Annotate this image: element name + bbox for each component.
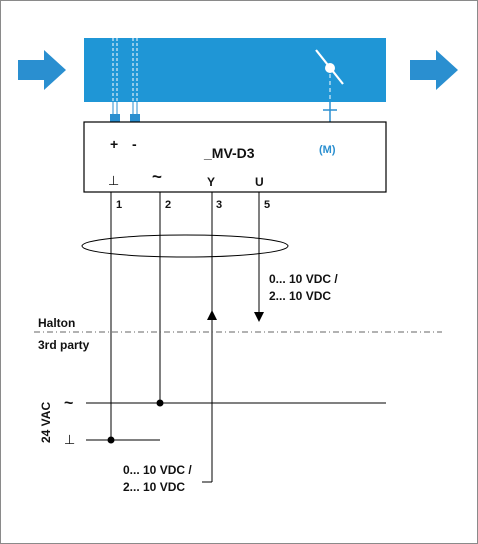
supply-voltage-label: 24 VAC bbox=[39, 402, 53, 443]
boundary-bottom-label: 3rd party bbox=[38, 338, 90, 352]
junction-ground bbox=[107, 436, 115, 444]
boundary-top-label: Halton bbox=[38, 316, 75, 330]
wires bbox=[81, 192, 386, 483]
input-signal-line2: 2... 10 VDC bbox=[123, 480, 185, 494]
device-name: _MV-D3 bbox=[203, 145, 255, 161]
port-plus-label: + bbox=[110, 136, 118, 152]
input-signal-arrow bbox=[207, 310, 217, 320]
terminal-5-symbol: U bbox=[255, 175, 264, 189]
terminal-1-symbol: ⊥ bbox=[108, 173, 119, 188]
controller-box bbox=[83, 121, 387, 193]
motor-label: (M) bbox=[319, 144, 336, 156]
damper-blade-icon bbox=[315, 49, 344, 85]
duct bbox=[84, 38, 386, 102]
terminal-2-symbol: ~ bbox=[152, 167, 162, 186]
supply-ac-symbol: ~ bbox=[64, 395, 73, 412]
cable-bundle bbox=[81, 234, 289, 258]
supply-ground-symbol: ⊥ bbox=[64, 432, 75, 447]
terminal-3-symbol: Y bbox=[207, 175, 215, 189]
port-minus-label: - bbox=[132, 136, 137, 152]
terminal-3-number: 3 bbox=[216, 199, 222, 211]
terminal-1-number: 1 bbox=[116, 199, 122, 211]
junction-ac bbox=[156, 399, 164, 407]
terminal-2-number: 2 bbox=[165, 199, 171, 211]
airflow-out-arrow bbox=[410, 50, 458, 90]
terminal-5-number: 5 bbox=[264, 199, 270, 211]
output-signal-line2: 2... 10 VDC bbox=[269, 289, 331, 303]
airflow-in-arrow bbox=[18, 50, 66, 90]
output-signal-line1: 0... 10 VDC / bbox=[269, 272, 338, 286]
output-signal-arrow bbox=[254, 312, 264, 322]
input-signal-line1: 0... 10 VDC / bbox=[123, 463, 192, 477]
